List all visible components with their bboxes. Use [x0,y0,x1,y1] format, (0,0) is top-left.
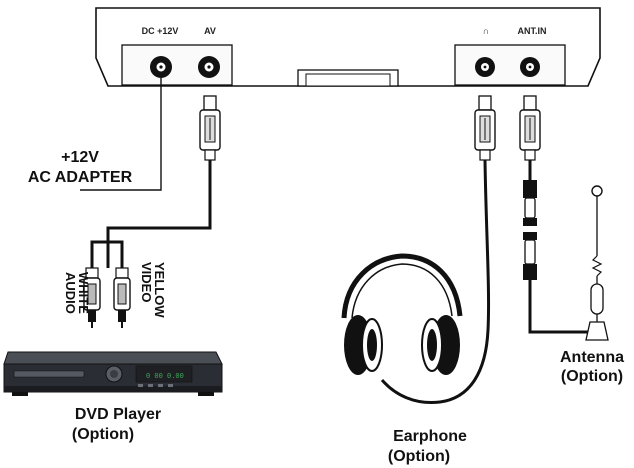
audio-label: AUDIO [63,272,78,314]
earphone-option-label: (Option) [388,448,450,465]
antenna-jack [520,57,540,77]
headphones [341,253,463,375]
white-audio-plug [83,267,101,328]
dc-port-label: DC +12V [142,26,179,36]
adapter-voltage-label: +12V [61,149,99,166]
yellow-video-plug [113,267,131,328]
adapter-label: AC ADAPTER [28,169,133,186]
adapter-cable [80,78,162,191]
dvd-option-label: (Option) [72,426,134,443]
av-cable [83,95,221,328]
earphone-cable [380,95,496,405]
dvd-label: DVD Player [75,406,161,423]
av-jack [198,56,220,78]
av-port-label: AV [204,26,216,36]
dc-jack [150,56,172,78]
antenna-label: Antenna [560,349,624,366]
dvd-player: 0 00 0.00 [3,351,223,396]
headphone-port-icon: ∩ [483,26,490,36]
antenna [585,185,609,341]
earphone-label: Earphone [393,428,467,445]
yellow-label: YELLOW [152,262,167,318]
svg-text:0 00 0.00: 0 00 0.00 [146,373,184,381]
antenna-option-label: (Option) [561,368,623,385]
antenna-port-label: ANT.IN [518,26,547,36]
earphone-jack [475,57,495,77]
white-label: WHITE [76,272,91,314]
antenna-cable [519,95,588,334]
video-label: VIDEO [139,262,154,302]
